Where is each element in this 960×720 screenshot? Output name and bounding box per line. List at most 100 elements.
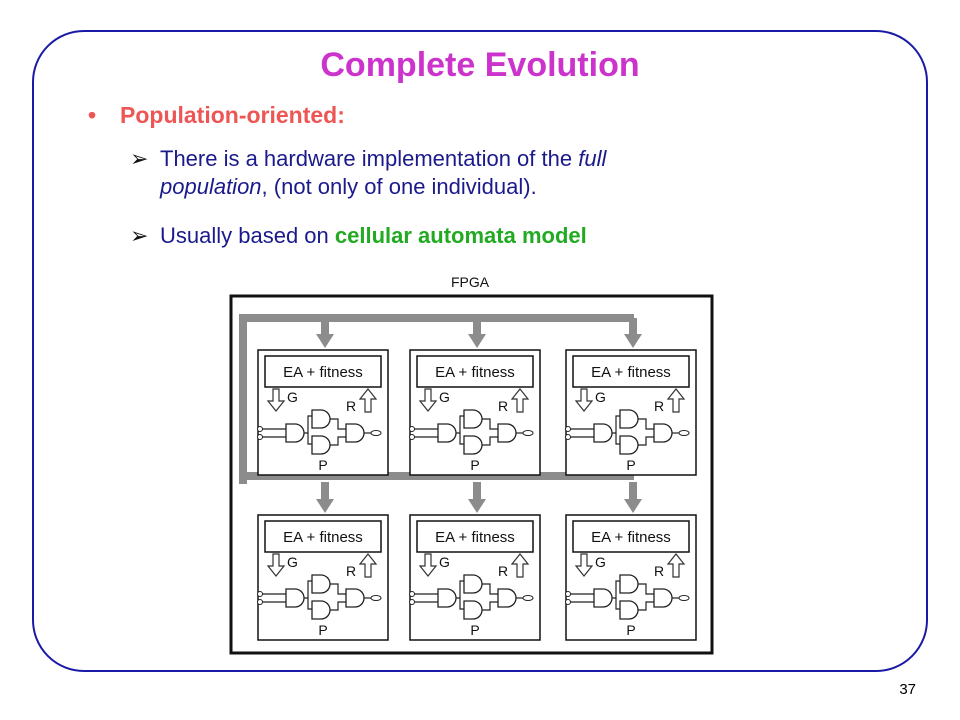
ea-fitness-box xyxy=(416,520,534,553)
output-node-icon xyxy=(370,430,382,436)
r-up-arrow-icon xyxy=(666,388,686,413)
sub1-line2-italic: population xyxy=(160,174,262,199)
input-node-icon xyxy=(257,599,263,605)
and-gate-icon xyxy=(437,423,457,443)
gate-wire xyxy=(330,583,346,595)
gate-wire xyxy=(638,436,654,446)
sub2-highlight: cellular automata model xyxy=(334,223,587,248)
p-label: P xyxy=(470,622,479,638)
bus-arrow-icon xyxy=(316,334,334,348)
bus-arrow-icon xyxy=(316,499,334,513)
sub1-line1-italic: full xyxy=(578,146,607,171)
ea-fitness-label: EA + fitness xyxy=(283,529,363,546)
p-label: P xyxy=(318,457,327,473)
and-gate-icon xyxy=(497,423,517,443)
gate-wire xyxy=(456,580,464,599)
g-label: G xyxy=(287,389,298,405)
r-label: R xyxy=(498,563,508,579)
r-label: R xyxy=(654,398,664,414)
and-gate-icon xyxy=(619,409,639,429)
ea-fitness-label: EA + fitness xyxy=(435,364,515,381)
r-up-arrow-icon xyxy=(358,388,378,413)
input-node-icon xyxy=(565,599,571,605)
arrow-bullet-icon: ➢ xyxy=(130,223,149,248)
output-node-icon xyxy=(370,595,382,601)
and-gate-icon xyxy=(345,423,365,443)
g-down-arrow-icon xyxy=(418,388,438,412)
g-down-arrow-icon xyxy=(266,388,286,412)
r-up-arrow-icon xyxy=(510,388,530,413)
input-node-icon xyxy=(565,426,571,432)
arrow-bullet-icon: ➢ xyxy=(130,146,149,171)
r-up-arrow-icon xyxy=(510,553,530,578)
ea-fitness-box xyxy=(264,520,382,553)
page-number: 37 xyxy=(899,681,916,698)
ea-fitness-box xyxy=(264,355,382,388)
r-label: R xyxy=(346,398,356,414)
and-gate-icon xyxy=(311,600,331,620)
output-node-icon xyxy=(522,430,534,436)
gate-wire xyxy=(615,598,620,610)
and-gate-icon xyxy=(463,409,483,429)
gate-wire xyxy=(307,433,312,445)
ea-fitness-label: EA + fitness xyxy=(591,364,671,381)
input-node-icon xyxy=(409,426,415,432)
input-node-icon xyxy=(257,426,263,432)
input-node-icon xyxy=(409,434,415,440)
ea-fitness-box xyxy=(416,355,534,388)
gate-wire xyxy=(456,415,464,434)
gate-wire xyxy=(459,433,464,445)
and-gate-icon xyxy=(619,435,639,455)
and-gate-icon xyxy=(593,588,613,608)
g-down-arrow-icon xyxy=(266,553,286,577)
r-label: R xyxy=(498,398,508,414)
g-down-arrow-icon xyxy=(574,388,594,412)
and-gate-icon xyxy=(311,574,331,594)
bullet-dot-icon: • xyxy=(88,102,97,128)
g-down-arrow-icon xyxy=(418,553,438,577)
and-gate-icon xyxy=(653,588,673,608)
p-label: P xyxy=(626,457,635,473)
gate-wire xyxy=(330,418,346,430)
fpga-label: FPGA xyxy=(451,274,490,290)
sub-bullet-text: There is a hardware implementation of th… xyxy=(160,145,606,201)
ea-fitness-box xyxy=(572,355,690,388)
gate-wire xyxy=(612,415,620,434)
input-node-icon xyxy=(565,434,571,440)
gate-wire xyxy=(482,583,498,595)
gate-wire xyxy=(330,436,346,446)
gate-wire xyxy=(482,601,498,611)
p-label: P xyxy=(470,457,479,473)
gate-wire xyxy=(612,580,620,599)
sub2-text: Usually based on xyxy=(160,223,335,248)
gate-wire xyxy=(638,418,654,430)
input-node-icon xyxy=(409,599,415,605)
r-label: R xyxy=(346,563,356,579)
p-label: P xyxy=(626,622,635,638)
sub-bullet-text: Usually based on cellular automata model xyxy=(160,222,587,250)
and-gate-icon xyxy=(497,588,517,608)
and-gate-icon xyxy=(311,435,331,455)
gate-wire xyxy=(304,415,312,434)
g-label: G xyxy=(595,389,606,405)
slide-title: Complete Evolution xyxy=(320,46,640,84)
bus-arrow-icon xyxy=(624,334,642,348)
g-down-arrow-icon xyxy=(574,553,594,577)
r-up-arrow-icon xyxy=(666,553,686,578)
input-node-icon xyxy=(257,434,263,440)
bus-arrow-icon xyxy=(468,499,486,513)
and-gate-icon xyxy=(285,423,305,443)
top-bus-line xyxy=(239,314,634,476)
sub1-line2-text: , (not only of one individual). xyxy=(261,174,537,199)
output-node-icon xyxy=(522,595,534,601)
g-label: G xyxy=(287,554,298,570)
and-gate-icon xyxy=(285,588,305,608)
g-label: G xyxy=(439,554,450,570)
and-gate-icon xyxy=(653,423,673,443)
output-node-icon xyxy=(678,430,690,436)
gate-wire xyxy=(304,580,312,599)
gate-wire xyxy=(307,598,312,610)
gate-wire xyxy=(330,601,346,611)
gate-wire xyxy=(638,601,654,611)
and-gate-icon xyxy=(619,600,639,620)
